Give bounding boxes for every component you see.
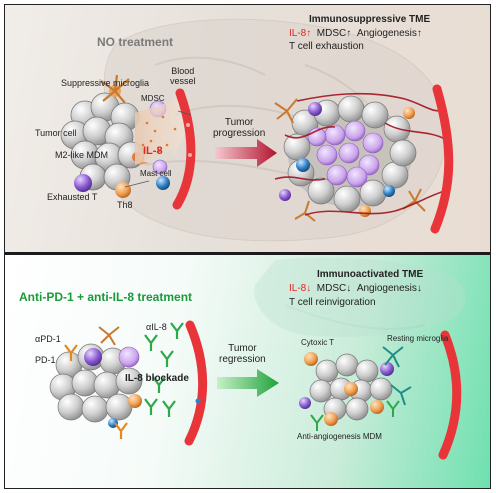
tme-markers-top: IL-8↑ MDSC↑ Angiogenesis↑ (289, 28, 422, 39)
tme-markers-bottom: IL-8↓ MDSC↓ Angiogenesis↓ (289, 283, 422, 294)
tme-mdsc-bottom: MDSC (316, 283, 347, 294)
label-ail8: αIL-8 (146, 322, 167, 332)
tme-il8-dir-top: ↑ (306, 28, 312, 39)
tme-angio-dir-bottom: ↓ (416, 283, 422, 294)
label-tumor-progression: Tumor progression (213, 117, 266, 139)
tme-note-top: T cell exhaustion (289, 41, 364, 52)
figure-frame: NO treatment Suppressive microglia Blood… (4, 4, 491, 489)
regression-arrow (217, 369, 279, 397)
pd1-t-cell (84, 348, 102, 366)
panel-divider (5, 252, 490, 255)
mdsc-cell (152, 159, 168, 175)
label-resting-microglia: Resting microglia (387, 334, 449, 343)
resting-microglia-shapes (382, 346, 412, 406)
label-tumor-regression: Tumor regression (219, 343, 266, 365)
tme-mdsc-dir-top: ↑ (346, 28, 352, 39)
tme-note-bottom: T cell reinvigoration (289, 297, 376, 308)
tme-angio-top: Angiogenesis (356, 28, 417, 39)
th8-cell (115, 182, 131, 198)
label-il8: IL-8 (143, 145, 163, 157)
suppressive-microglia-shape (100, 74, 130, 104)
tme-il8-bottom: IL-8 (289, 283, 307, 294)
anti-il8-antibodies (144, 322, 184, 417)
label-blood-vessel: Blood vessel (170, 66, 196, 86)
label-mdsc: MDSC (141, 94, 165, 103)
label-il8-blockade: IL-8 blockade (125, 373, 189, 384)
tme-mdsc-top: MDSC (316, 28, 347, 39)
brain-silhouette-bottom (254, 257, 466, 337)
label-suppressive-microglia: Suppressive microglia (61, 78, 150, 88)
il8-dots (141, 115, 177, 153)
pointer-line (177, 110, 192, 116)
tumor-mass-large (274, 92, 446, 222)
label-cytoxic-t: Cytoxic T (301, 338, 335, 347)
label-pd1: PD-1 (35, 355, 56, 365)
blood-vessel-bottom-left (184, 320, 208, 446)
condition-treatment: Anti-PD-1 + anti-IL-8 treatment (19, 290, 193, 304)
anti-pd1-antibodies (64, 344, 128, 439)
label-mast-cell: Mast cell (140, 169, 172, 178)
tme-il8-dir-bottom: ↓ (306, 283, 312, 294)
diagram-artwork (49, 18, 466, 460)
tme-mdsc-dir-bottom: ↓ (346, 283, 352, 294)
label-tumor-cell: Tumor cell (35, 128, 77, 138)
mdsc-cell-bottom (118, 346, 140, 368)
mast-cell (156, 176, 170, 190)
label-th8: Th8 (117, 200, 133, 210)
tme-angio-bottom: Angiogenesis (356, 283, 417, 294)
tme-title-top: Immunosuppressive TME (309, 14, 431, 25)
tme-title-bottom: Immunoactivated TME (317, 269, 424, 280)
label-m2-mdm: M2-like MDM (55, 150, 108, 160)
label-exhausted-t: Exhausted T (47, 192, 98, 202)
tme-il8-top: IL-8 (289, 28, 307, 39)
blood-vessel-bottom-right (438, 330, 462, 460)
label-anti-angio-mdm: Anti-angiogenesis MDM (297, 432, 382, 441)
condition-no-treatment: NO treatment (97, 35, 174, 49)
cytotoxic-t-cells (299, 352, 394, 426)
il8-secretion-arrow (135, 93, 191, 165)
tme-angio-dir-top: ↑ (416, 28, 422, 39)
progression-arrow (215, 139, 277, 167)
exhausted-t-cell (74, 174, 92, 192)
blood-vessel-right (430, 84, 454, 234)
label-apd1: αPD-1 (35, 334, 61, 344)
